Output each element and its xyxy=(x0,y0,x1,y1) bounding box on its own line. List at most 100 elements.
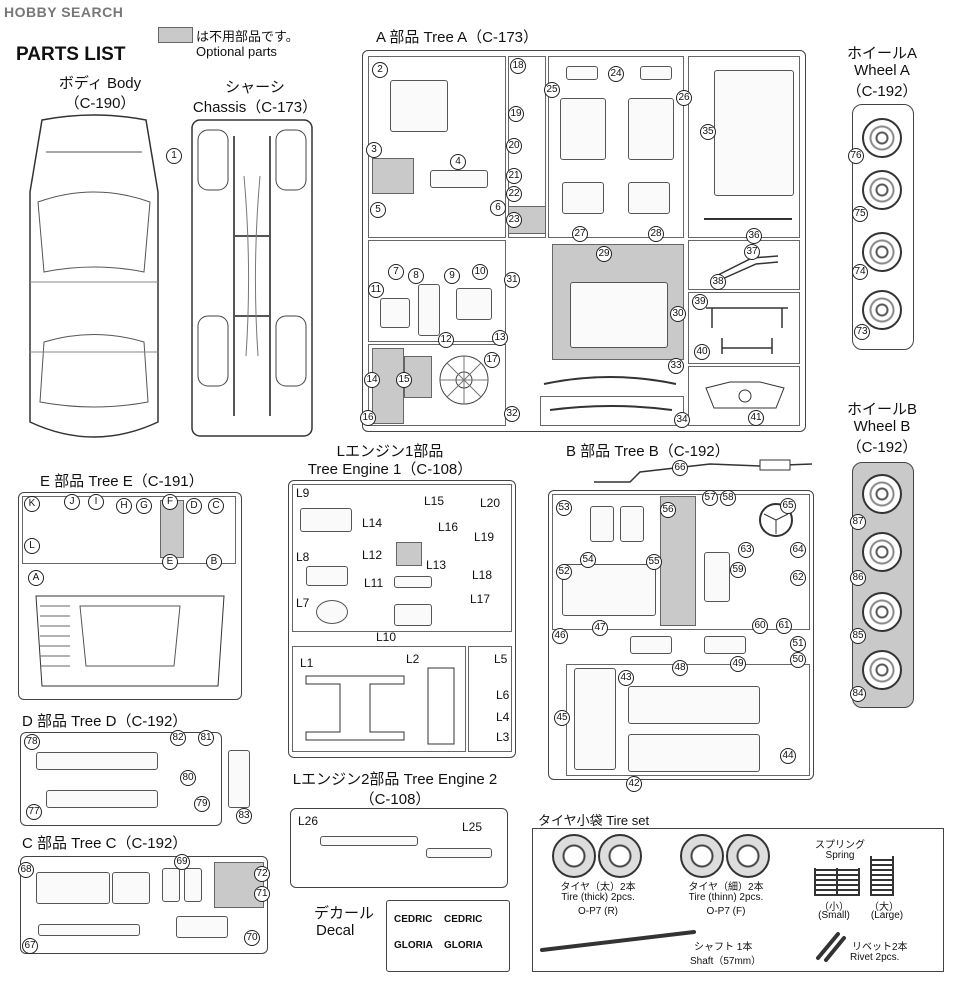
part-number-72: 72 xyxy=(254,866,270,882)
tire-thin-code: O-P7 (F) xyxy=(706,906,746,917)
part-label-j: J xyxy=(64,494,80,510)
part-number-6: 6 xyxy=(490,200,506,216)
tree-c-frame xyxy=(20,856,268,954)
part-label-f: F xyxy=(162,494,178,510)
tire-thick-1 xyxy=(552,834,596,878)
spring-small xyxy=(814,868,838,896)
spring-large xyxy=(870,856,894,896)
page-title: PARTS LIST xyxy=(16,44,126,65)
part-54 xyxy=(590,506,614,542)
part-number-30: 30 xyxy=(670,306,686,322)
part-number-1: 1 xyxy=(166,148,182,164)
wheel-a-73 xyxy=(862,290,902,330)
part-number-57: 57 xyxy=(702,490,718,506)
part-number-68: 68 xyxy=(18,862,34,878)
part-11 xyxy=(380,298,410,328)
part-48 xyxy=(630,636,672,654)
decal-title-en: Decal xyxy=(316,922,355,939)
part-number-2: 2 xyxy=(372,62,388,78)
label-l10: L10 xyxy=(376,630,397,644)
label-l6: L6 xyxy=(496,688,510,702)
part-number-47: 47 xyxy=(592,620,608,636)
part-number-71: 71 xyxy=(254,886,270,902)
part-number-40: 40 xyxy=(694,344,710,360)
part-43-dash xyxy=(628,686,760,724)
part-number-38: 38 xyxy=(710,274,726,290)
part-number-73: 73 xyxy=(854,324,870,340)
legend-en: Optional parts xyxy=(196,44,277,59)
tree-a-section-3 xyxy=(548,56,684,238)
part-l8 xyxy=(306,566,348,586)
wheel-b-87 xyxy=(862,474,902,514)
tree-a-section-10 xyxy=(540,396,684,426)
label-l8: L8 xyxy=(296,550,310,564)
label-l14: L14 xyxy=(362,516,383,530)
tree-b-section-top xyxy=(552,494,810,630)
wheel-a-frame xyxy=(852,104,914,350)
label-l17: L17 xyxy=(470,592,491,606)
part-number-49: 49 xyxy=(730,656,746,672)
part-number-62: 62 xyxy=(790,570,806,586)
part-number-86: 86 xyxy=(850,570,866,586)
part-number-14: 14 xyxy=(364,372,380,388)
spring-small-jp: （小） xyxy=(819,902,849,913)
part-number-43: 43 xyxy=(618,670,634,686)
part-number-20: 20 xyxy=(506,138,522,154)
part-24 xyxy=(566,66,598,80)
part-number-60: 60 xyxy=(752,618,768,634)
tire-thin-jp: タイヤ（細）2本 xyxy=(688,882,764,893)
part-59 xyxy=(704,552,730,602)
rivet-jp: リベット2本 xyxy=(852,942,908,953)
part-number-74: 74 xyxy=(852,264,868,280)
part-number-5: 5 xyxy=(370,202,386,218)
part-number-17: 17 xyxy=(484,352,500,368)
label-l20: L20 xyxy=(480,496,501,510)
part-l10-block xyxy=(394,604,432,626)
part-number-36: 36 xyxy=(746,228,762,244)
tire-thin-2 xyxy=(726,834,770,878)
part-number-81: 81 xyxy=(198,730,214,746)
label-l2: L2 xyxy=(406,652,420,666)
part-12 xyxy=(456,288,492,320)
legend-jp: は不用部品です。 xyxy=(196,29,299,44)
part-l26 xyxy=(320,836,418,846)
body-title: ボディ Body xyxy=(58,75,142,92)
tree-a-section-6 xyxy=(688,240,800,290)
part-number-13: 13 xyxy=(492,330,508,346)
watermark-logo: HOBBY SEARCH xyxy=(4,4,124,20)
decal-cedric-2: CEDRIC xyxy=(444,914,483,925)
shaft-drawing xyxy=(540,930,696,952)
part-number-34: 34 xyxy=(674,412,690,428)
part-number-37: 37 xyxy=(744,244,760,260)
part-number-11: 11 xyxy=(368,282,384,298)
engine2-frame xyxy=(290,808,508,888)
part-number-16: 16 xyxy=(360,410,376,426)
part-number-67: 67 xyxy=(22,938,38,954)
part-54b xyxy=(620,506,644,542)
rivet-drawing xyxy=(816,932,846,962)
part-number-18: 18 xyxy=(510,58,526,74)
tree-a-section-4 xyxy=(688,56,800,238)
part-number-48: 48 xyxy=(672,660,688,676)
engine2-title: Lエンジン2部品 Tree Engine 2 xyxy=(270,768,520,789)
part-number-22: 22 xyxy=(506,186,522,202)
wheel-b-title-en: Wheel B xyxy=(853,418,911,435)
label-l11: L11 xyxy=(364,576,384,590)
part-77 xyxy=(46,790,158,808)
part-label-d: D xyxy=(186,498,202,514)
engine2-title-jp: Lエンジン2部品 xyxy=(292,771,400,788)
tree-b-title: B 部品 Tree B（C-192） xyxy=(566,443,730,460)
label-l9: L9 xyxy=(296,486,310,500)
part-69a xyxy=(162,868,180,902)
tree-a-section-7 xyxy=(688,292,800,364)
part-45 xyxy=(574,668,616,770)
part-number-10: 10 xyxy=(472,264,488,280)
tire-thick-jp: タイヤ（太）2本 xyxy=(560,882,636,893)
part-number-25: 25 xyxy=(544,82,560,98)
label-l26: L26 xyxy=(298,814,319,828)
tree-e-title: E 部品 Tree E（C-191） xyxy=(40,473,204,490)
part-l7 xyxy=(316,600,348,624)
tree-b-frame xyxy=(548,490,814,780)
part-l25 xyxy=(426,848,492,858)
wheel-b-84 xyxy=(862,650,902,690)
